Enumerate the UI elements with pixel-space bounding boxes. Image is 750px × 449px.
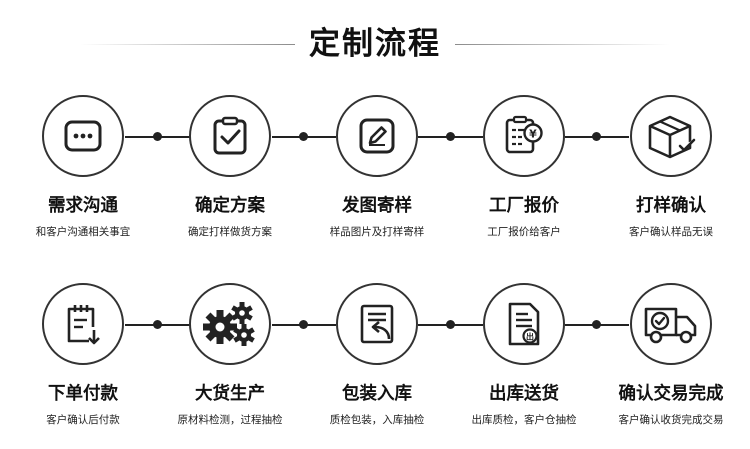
step-outbound-delivery: 出 出库送货 出库质检，客户仓抽检 — [449, 280, 599, 427]
step-label: 需求沟通 — [48, 196, 118, 216]
step-icon-circle — [189, 283, 271, 365]
step-icon-circle — [630, 283, 712, 365]
step-description: 质检包装，入库抽检 — [329, 414, 425, 426]
step-description: 客户确认样品无误 — [629, 226, 713, 238]
step-icon-circle — [336, 283, 418, 365]
step-label: 发图寄样 — [342, 196, 412, 216]
price-list-icon: ¥ — [505, 115, 543, 154]
chat-bubble-icon — [64, 120, 102, 152]
step-description: 和客户沟通相关事宜 — [35, 226, 131, 238]
step-description: 客户确认后付款 — [46, 414, 120, 426]
title-divider-right — [455, 44, 670, 45]
step-sample-confirmation: 打样确认 客户确认样品无误 — [596, 92, 746, 239]
step-label: 下单付款 — [48, 384, 118, 404]
step-description: 原材料检测，过程抽检 — [177, 414, 283, 426]
connector-dot — [446, 132, 455, 141]
step-description: 样品图片及打样寄样 — [329, 226, 425, 238]
delivery-truck-icon — [644, 307, 697, 344]
connector-dot — [299, 132, 308, 141]
step-icon-circle — [189, 95, 271, 177]
header: 定制流程 — [0, 22, 750, 66]
step-icon-circle — [42, 95, 124, 177]
step-confirm-plan: 确定方案 确定打样做货方案 — [155, 92, 305, 239]
step-transaction-complete: 确认交易完成 客户确认收货完成交易 — [596, 280, 746, 427]
edit-pencil-icon — [359, 118, 395, 154]
connector-dot — [446, 320, 455, 329]
step-description: 出库质检，客户仓抽检 — [471, 414, 577, 426]
connector-dot — [592, 132, 601, 141]
step-mass-production: 大货生产 原材料检测，过程抽检 — [155, 280, 305, 427]
step-icon-circle — [336, 95, 418, 177]
gears-icon — [203, 302, 255, 346]
step-description: 确定打样做货方案 — [188, 226, 272, 238]
step-label: 出库送货 — [489, 384, 559, 404]
step-packaging-storage: 包装入库 质检包装，入库抽检 — [302, 280, 452, 427]
connector-dot — [592, 320, 601, 329]
step-label: 确定方案 — [195, 196, 265, 216]
step-description: 客户确认收货完成交易 — [618, 414, 724, 426]
step-label: 大货生产 — [195, 384, 265, 404]
step-demand-communication: 需求沟通 和客户沟通相关事宜 — [8, 92, 158, 239]
step-icon-circle — [630, 95, 712, 177]
connector-dot — [153, 132, 162, 141]
step-label: 工厂报价 — [489, 196, 559, 216]
step-icon-circle: 出 — [483, 283, 565, 365]
title-divider-left — [80, 44, 295, 45]
step-label: 打样确认 — [636, 196, 706, 216]
package-check-icon — [648, 115, 696, 159]
yuan-symbol: ¥ — [529, 128, 537, 141]
connector-dot — [299, 320, 308, 329]
step-icon-circle: ¥ — [483, 95, 565, 177]
step-send-samples: 发图寄样 样品图片及打样寄样 — [302, 92, 452, 239]
clipboard-check-icon — [213, 116, 247, 155]
step-icon-circle — [42, 283, 124, 365]
document-return-icon — [360, 304, 394, 344]
step-factory-quote: ¥ 工厂报价 工厂报价给客户 — [449, 92, 599, 239]
step-order-payment: 下单付款 客户确认后付款 — [8, 280, 158, 427]
step-label: 确认交易完成 — [618, 384, 724, 404]
out-badge: 出 — [526, 332, 534, 342]
step-label: 包装入库 — [342, 384, 412, 404]
outbound-document-icon: 出 — [508, 302, 540, 346]
document-download-icon — [67, 305, 100, 345]
connector-dot — [153, 320, 162, 329]
step-description: 工厂报价给客户 — [487, 226, 561, 238]
page-title: 定制流程 — [309, 26, 441, 62]
